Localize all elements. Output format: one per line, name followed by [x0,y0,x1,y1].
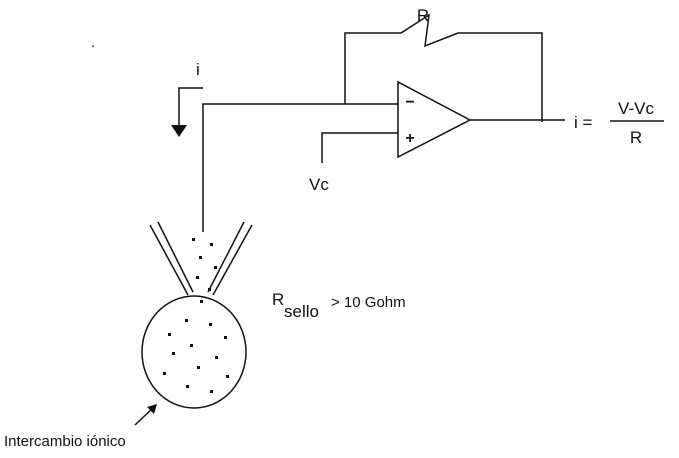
feedback-wire [344,13,543,122]
inverting-input-wire [202,103,398,232]
current-label: i [196,60,200,79]
pipette-ions [192,238,217,303]
inverting-input-sign: − [405,94,414,111]
op-amp [397,80,472,159]
command-voltage-label: Vc [309,175,329,194]
output-numerator: V-Vc [618,99,654,118]
noninverting-input-wire [321,132,398,163]
current-arrow-shaft [178,87,203,125]
pipette-right-wall-inner [207,221,245,293]
pipette-left-wall [149,224,189,296]
feedback-resistor-label: R [417,6,429,25]
cell [141,295,247,409]
seal-resistance-value: > 10 Gohm [331,294,406,311]
exchange-caption: Intercambio iónico [4,433,126,450]
output-lhs: i = [574,113,593,132]
pipette-right-wall [212,224,253,296]
cell-ions [163,319,229,393]
seal-resistance-subscript: sello [284,302,319,321]
seal-resistance-symbol: R [272,290,284,309]
pipette-left-wall-inner [157,221,194,293]
output-denominator: R [630,128,642,147]
speck [92,45,94,47]
current-arrow-head [171,125,187,137]
exchange-arrow-head [147,404,157,414]
noninverting-input-sign: + [405,130,414,147]
